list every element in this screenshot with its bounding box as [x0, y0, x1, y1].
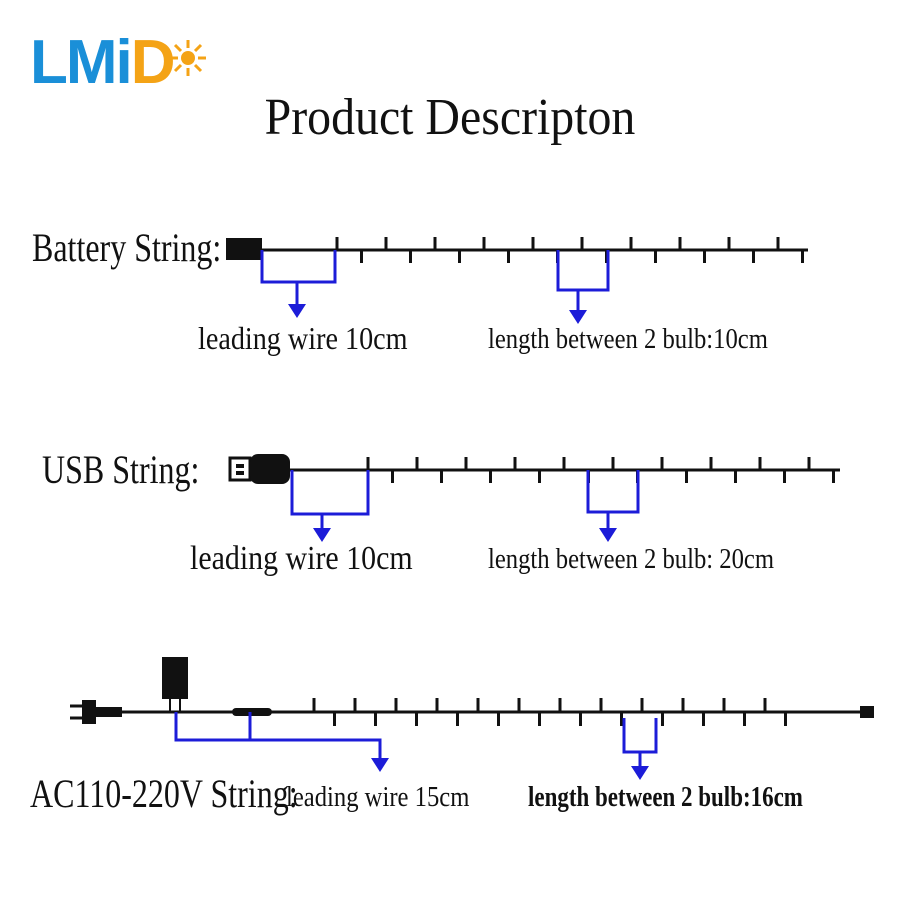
arrow-down-icon [288, 304, 306, 318]
usb-leading-wire-text: leading wire 10cm [190, 540, 413, 577]
battery-string-label: Battery String: [32, 225, 222, 270]
ac-bulb-spacing-text: length between 2 bulb:16cm [528, 782, 803, 813]
adapter-box-icon [162, 657, 188, 699]
sun-icon [170, 40, 206, 76]
power-plug-icon [70, 700, 122, 724]
arrow-down-icon [599, 528, 617, 542]
ac-leading-wire-text: leading wire 15cm [286, 782, 470, 813]
ac-annotation [174, 712, 658, 766]
arrow-down-icon [631, 766, 649, 780]
battery-box-icon [226, 238, 262, 260]
logo-text-orange: D [130, 28, 176, 97]
usb-string-diagram [228, 454, 840, 542]
battery-leading-wire-text: leading wire 10cm [198, 320, 408, 356]
battery-bulb-spacing-text: length between 2 bulb:10cm [488, 324, 768, 355]
arrow-down-icon [313, 528, 331, 542]
usb-string-label: USB String: [42, 447, 200, 492]
arrow-down-icon [371, 758, 389, 772]
ac-string-diagram [70, 657, 874, 780]
ac-string-label: AC110-220V String: [30, 771, 298, 816]
logo-text-blue: LMi [30, 28, 133, 97]
usb-plug-icon [228, 454, 290, 484]
arrow-down-icon [569, 310, 587, 324]
battery-string-diagram [226, 237, 808, 324]
brand-logo: LMiD [30, 32, 176, 94]
end-cap-icon [860, 706, 874, 718]
page-title: Product Descripton [264, 89, 636, 146]
usb-bulb-spacing-text: length between 2 bulb: 20cm [488, 544, 775, 575]
usb-annotation [290, 470, 640, 532]
